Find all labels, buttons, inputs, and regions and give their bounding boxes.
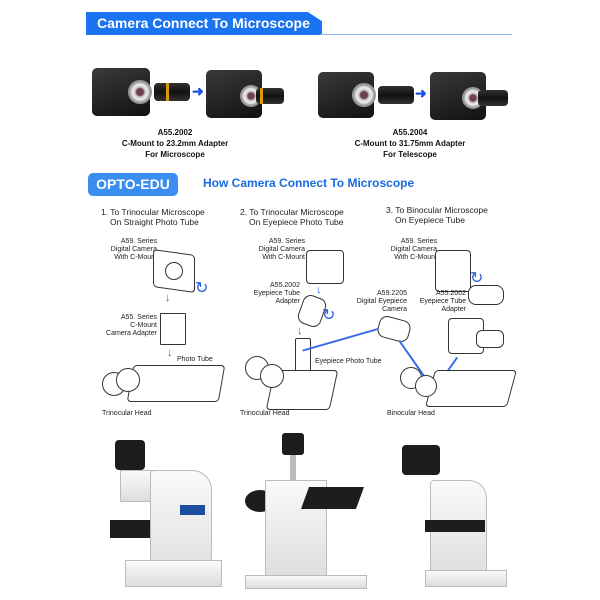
rotate-arrow-icon: ↻ bbox=[195, 280, 209, 297]
brand-logo: OPTO-EDU bbox=[88, 173, 178, 196]
step-1-head-label: Trinocular Head bbox=[102, 410, 152, 417]
digital-eyepiece-sketch bbox=[375, 314, 413, 344]
trinocular-head-sketch bbox=[126, 365, 226, 402]
rotate-arrow-icon: ↻ bbox=[322, 307, 336, 324]
camera-sketch bbox=[306, 250, 344, 284]
arrow-down-icon: ↓ bbox=[167, 347, 173, 359]
camera-sketch bbox=[435, 250, 471, 292]
rotate-arrow-icon: ↻ bbox=[470, 270, 484, 287]
arrow-down-icon: ↓ bbox=[297, 325, 303, 337]
arrow-down-icon: ↓ bbox=[316, 284, 322, 296]
section-title: How Camera Connect To Microscope bbox=[203, 176, 415, 190]
adapter-sketch bbox=[160, 313, 186, 345]
arrow-right-icon: ➜ bbox=[415, 85, 427, 101]
step-2-tube-label: Eyepiece Photo Tube bbox=[315, 358, 382, 365]
step-2-head-label: Trinocular Head bbox=[240, 410, 290, 417]
connector-line bbox=[302, 328, 378, 352]
header-divider bbox=[320, 34, 512, 35]
step-1-tube-label: Photo Tube bbox=[177, 356, 213, 363]
header-banner: Camera Connect To Microscope bbox=[86, 12, 322, 35]
eyepiece-photo-tube-sketch bbox=[295, 338, 311, 372]
eyepiece-adapter-sketch bbox=[468, 285, 504, 305]
binocular-head-sketch bbox=[425, 370, 517, 407]
arrow-right-icon: ➜ bbox=[192, 83, 204, 99]
step-3-head-label: Binocular Head bbox=[387, 410, 435, 417]
arrow-down-icon: ↓ bbox=[165, 292, 171, 304]
